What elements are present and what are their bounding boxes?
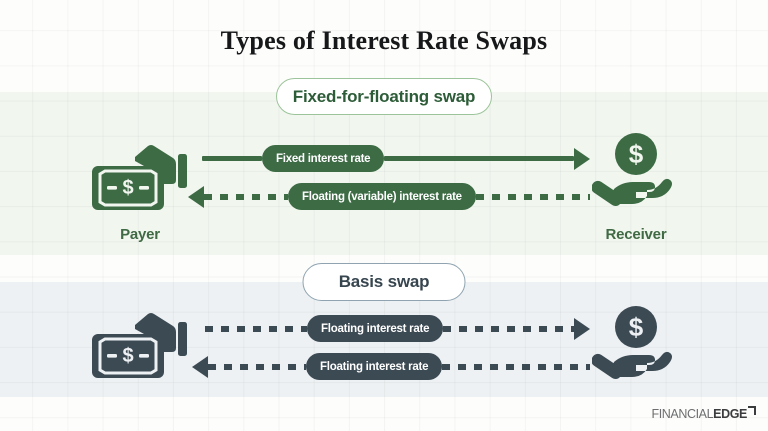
flow-line-left-segment — [205, 325, 307, 332]
page-title: Types of Interest Rate Swaps — [220, 26, 548, 55]
flow-label-floating-interest-rate: Floating interest rate — [306, 353, 443, 380]
brand-logo: FINANCIAL EDGE — [651, 406, 756, 421]
corner-flag-icon — [748, 406, 756, 415]
svg-text:$: $ — [122, 345, 133, 367]
svg-text:$: $ — [122, 177, 133, 199]
section-heading-fixed-for-floating: Fixed-for-floating swap — [276, 78, 492, 115]
arrow-head-left-icon — [192, 355, 208, 378]
svg-text:$: $ — [629, 312, 644, 342]
hand-holding-cash-icon: $ — [88, 308, 196, 385]
section-heading-basis-swap: Basis swap — [302, 263, 466, 301]
brand-word-edge: EDGE — [713, 407, 747, 421]
flow-line-right-segment — [442, 363, 590, 370]
flow-label-floating-variable-interest-rate: Floating (variable) interest rate — [288, 183, 476, 210]
endpoint-label-receiver: Receiver — [605, 226, 667, 243]
arrow-head-left-icon — [188, 185, 204, 208]
flow-label-fixed-interest-rate: Fixed interest rate — [262, 145, 385, 172]
hand-holding-cash-icon: $ — [88, 140, 196, 217]
flow-line-right-segment — [475, 193, 590, 200]
hand-holding-dollar-coin-icon: $ — [591, 305, 678, 394]
flow-floating-interest-rate-inbound: Floating interest rate — [192, 353, 590, 380]
svg-text:$: $ — [629, 139, 644, 169]
arrow-head-right-icon — [574, 147, 590, 170]
endpoint-label-payer: Payer — [120, 226, 160, 243]
flow-line-left-segment — [204, 193, 288, 200]
flow-line-left-segment — [202, 156, 262, 161]
flow-line-right-segment — [384, 156, 574, 161]
flow-floating-interest-rate-outbound: Floating interest rate — [205, 315, 590, 342]
arrow-head-right-icon — [574, 317, 590, 340]
flow-floating-variable-interest-rate: Floating (variable) interest rate — [188, 183, 590, 210]
flow-label-floating-interest-rate: Floating interest rate — [307, 315, 444, 342]
flow-line-right-segment — [443, 325, 574, 332]
brand-word-financial: FINANCIAL — [651, 407, 714, 421]
flow-fixed-interest-rate: Fixed interest rate — [202, 145, 590, 172]
hand-holding-dollar-coin-icon: $ — [591, 132, 678, 221]
flow-line-left-segment — [208, 363, 306, 370]
